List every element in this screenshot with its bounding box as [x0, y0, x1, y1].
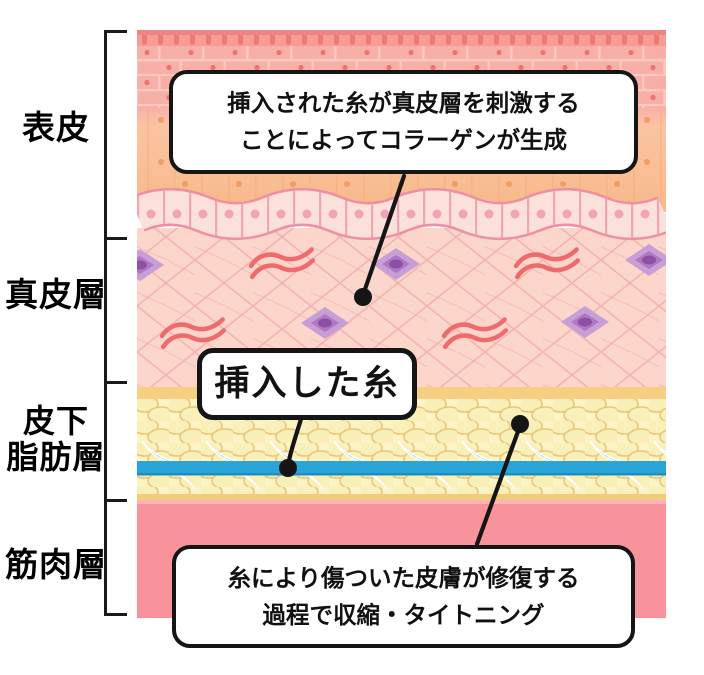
basal-cell-band [137, 188, 666, 240]
label-muscle: 筋肉層 [5, 546, 107, 583]
bracket-tick-top [104, 30, 127, 33]
callout-collagen: 挿入された糸が真皮層を刺激する ことによってコラーゲンが生成 [169, 70, 638, 174]
barbed-thread [137, 439, 666, 491]
label-epidermis: 表皮 [22, 109, 90, 146]
layer-bracket-line [104, 30, 107, 615]
bracket-tick-muscle [104, 499, 127, 502]
bracket-tick-fat [104, 381, 127, 384]
label-subcutaneous-fat: 皮下 脂肪層 [6, 403, 106, 475]
callout-tightening: 糸により傷ついた皮膚が修復する 過程で収縮・タイトニング [172, 545, 635, 648]
collagen-squiggles [159, 247, 581, 350]
callout-inserted-thread: 挿入した糸 [197, 348, 417, 420]
label-dermis: 真皮層 [5, 276, 107, 313]
bracket-tick-dermis [104, 237, 127, 240]
bracket-tick-bottom [104, 613, 127, 616]
